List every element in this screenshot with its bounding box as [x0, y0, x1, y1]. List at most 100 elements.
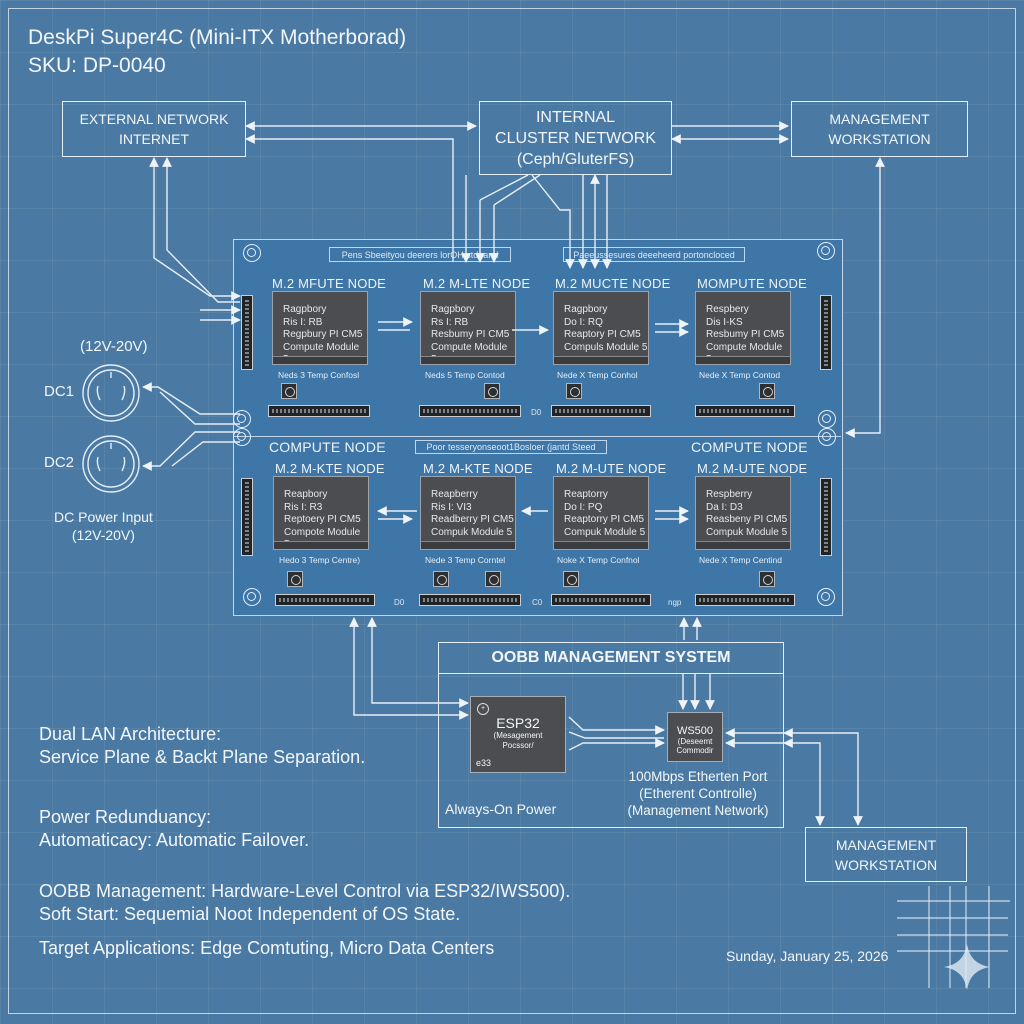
management-workstation-box-top: MANAGEMENT WORKSTATION — [791, 101, 968, 157]
corner-grid-decoration — [897, 886, 1010, 988]
m2-connector — [551, 594, 651, 606]
mounting-hole — [233, 428, 251, 446]
temp-control-label: Nede X Temp Conhol — [557, 370, 638, 380]
temp-control-label: Hedo 3 Temp Centre) — [279, 555, 361, 565]
temp-control-label: Neds 5 Temp Contod — [425, 370, 505, 380]
chip-text: Compuk Module 5 — [706, 526, 788, 538]
temp-sensor-icon — [759, 383, 775, 399]
m2-connector — [275, 594, 375, 606]
external-board-link — [245, 134, 454, 262]
temp-control-label: Nede X Temp Centind — [699, 555, 783, 565]
mounting-hole — [817, 588, 835, 606]
section-label-compute-node: COMPUTE NODE — [269, 439, 386, 455]
m2-connector — [419, 594, 521, 606]
port-line: (Management Network) — [627, 803, 769, 818]
dc2-wire-2 — [171, 441, 240, 467]
node-header: M.2 M-UTE NODE — [697, 461, 808, 476]
feature-oobb: OOBB Management: Hardware-Level Control … — [39, 880, 570, 926]
mounting-hole — [817, 242, 835, 260]
dc1-label: DC1 — [44, 383, 75, 400]
chip-text: Ris I: RB — [283, 316, 323, 328]
temp-sensor-icon — [759, 571, 775, 587]
section-label-compute-node: COMPUTE NODE — [691, 439, 808, 455]
node-header: MOMPUTE NODE — [697, 276, 808, 291]
chip-text: Compuk Module 5 — [564, 526, 646, 538]
chip-text: Reaptory PI CM5 — [564, 329, 641, 340]
temp-control-label: Nede 3 Temp Corntel — [425, 555, 506, 565]
port-line: 100Mbps Etherten Port — [628, 769, 768, 784]
chip-text: Respbery — [706, 304, 749, 315]
feature-detail: Service Plane & Backt Plane Separation. — [39, 747, 366, 767]
chip-text: Reasbeny PI CM5 — [706, 514, 788, 525]
node-header: M.2 M-KTE NODE — [275, 461, 385, 476]
chip-text: Reapbory — [284, 489, 328, 500]
temp-control-label: Nede X Temp Contod — [699, 370, 781, 380]
ws500-sub2: Commodir — [676, 746, 714, 755]
chip-text: Reptoery PI CM5 — [284, 514, 361, 525]
chip-text: Regpbury PI CM5 — [283, 329, 363, 340]
chip-text: Rs I: RB — [431, 316, 469, 328]
management-label: MANAGEMENT — [829, 111, 930, 127]
management-board-wire — [845, 157, 885, 438]
dc-power-input-text: DC Power Input — [54, 509, 153, 525]
gpio-header-left — [241, 295, 253, 370]
management-label: MANAGEMENT — [835, 836, 937, 853]
feature-heading: Target Applications: Edge Comtuting, Mic… — [39, 938, 495, 958]
chip-text: Respberry — [706, 489, 753, 500]
dc1-wire-2 — [159, 391, 240, 425]
feature-heading: OOBB Management: Hardware-Level Control … — [39, 881, 571, 901]
chip-text: Ragpbory — [564, 304, 608, 315]
chip-text: Reaptorry — [564, 489, 608, 500]
chip-text: Do I: PQ — [564, 501, 603, 513]
oobb-management-system: OOBB MANAGEMENT SYSTEM — [438, 642, 784, 828]
m2-connector — [695, 594, 795, 606]
date-label: Sunday, January 25, 2026 — [726, 948, 889, 964]
product-title: DeskPi Super4C (Mini-ITX Motherborad) — [28, 26, 407, 49]
esp32-tag: e33 — [476, 758, 492, 768]
storage-label: (Ceph/GluterFS) — [516, 150, 635, 168]
blueprint-frame — [8, 8, 1016, 1014]
ws500-sub1: (Deseemt — [677, 737, 713, 746]
dc2-wire — [142, 431, 240, 471]
feature-heading: Dual LAN Architecture: — [39, 724, 222, 744]
mounting-hole — [233, 410, 251, 428]
node-header: M.2 MFUTE NODE — [272, 276, 387, 291]
feature-heading: Power Redunduancy: — [39, 807, 212, 827]
workstation-label: WORKSTATION — [828, 131, 931, 147]
cluster-network-label: CLUSTER NETWORK — [495, 129, 656, 147]
silk-ngp: ngp — [668, 598, 682, 607]
temp-control-label: Noke X Temp Confnol — [557, 555, 640, 565]
gpio-header-left — [241, 478, 253, 556]
temp-sensor-icon — [433, 571, 449, 587]
m2-connector — [551, 405, 651, 417]
dc2-label: DC2 — [44, 454, 75, 471]
oobb-title: OOBB MANAGEMENT SYSTEM — [439, 643, 783, 674]
esp32-name: ESP32 — [496, 715, 540, 731]
board-divider — [233, 436, 841, 437]
node-header: M.2 MUCTE NODE — [555, 276, 671, 291]
chip-text: Ragpbory — [431, 304, 475, 315]
chip-orientation-icon: + — [477, 703, 489, 715]
gpio-header-right — [820, 478, 832, 556]
port-line: (Etherent Controlle) — [639, 786, 757, 801]
m2-connector — [268, 405, 370, 417]
temp-sensor-icon — [566, 383, 582, 399]
chip-text: Ragpbory — [283, 304, 327, 315]
chip-text: Compuls Module 5 — [564, 341, 648, 353]
external-board-wire-2 — [162, 157, 240, 303]
chip-text: Ris I: R3 — [284, 501, 323, 513]
chip-text: Readberry PI CM5 — [431, 514, 514, 525]
temp-sensor-icon — [281, 383, 297, 399]
silk-c0: C0 — [532, 598, 543, 607]
page-title: DeskPi Super4C (Mini-ITX Motherborad) SK… — [28, 24, 406, 80]
temp-sensor-icon — [484, 383, 500, 399]
